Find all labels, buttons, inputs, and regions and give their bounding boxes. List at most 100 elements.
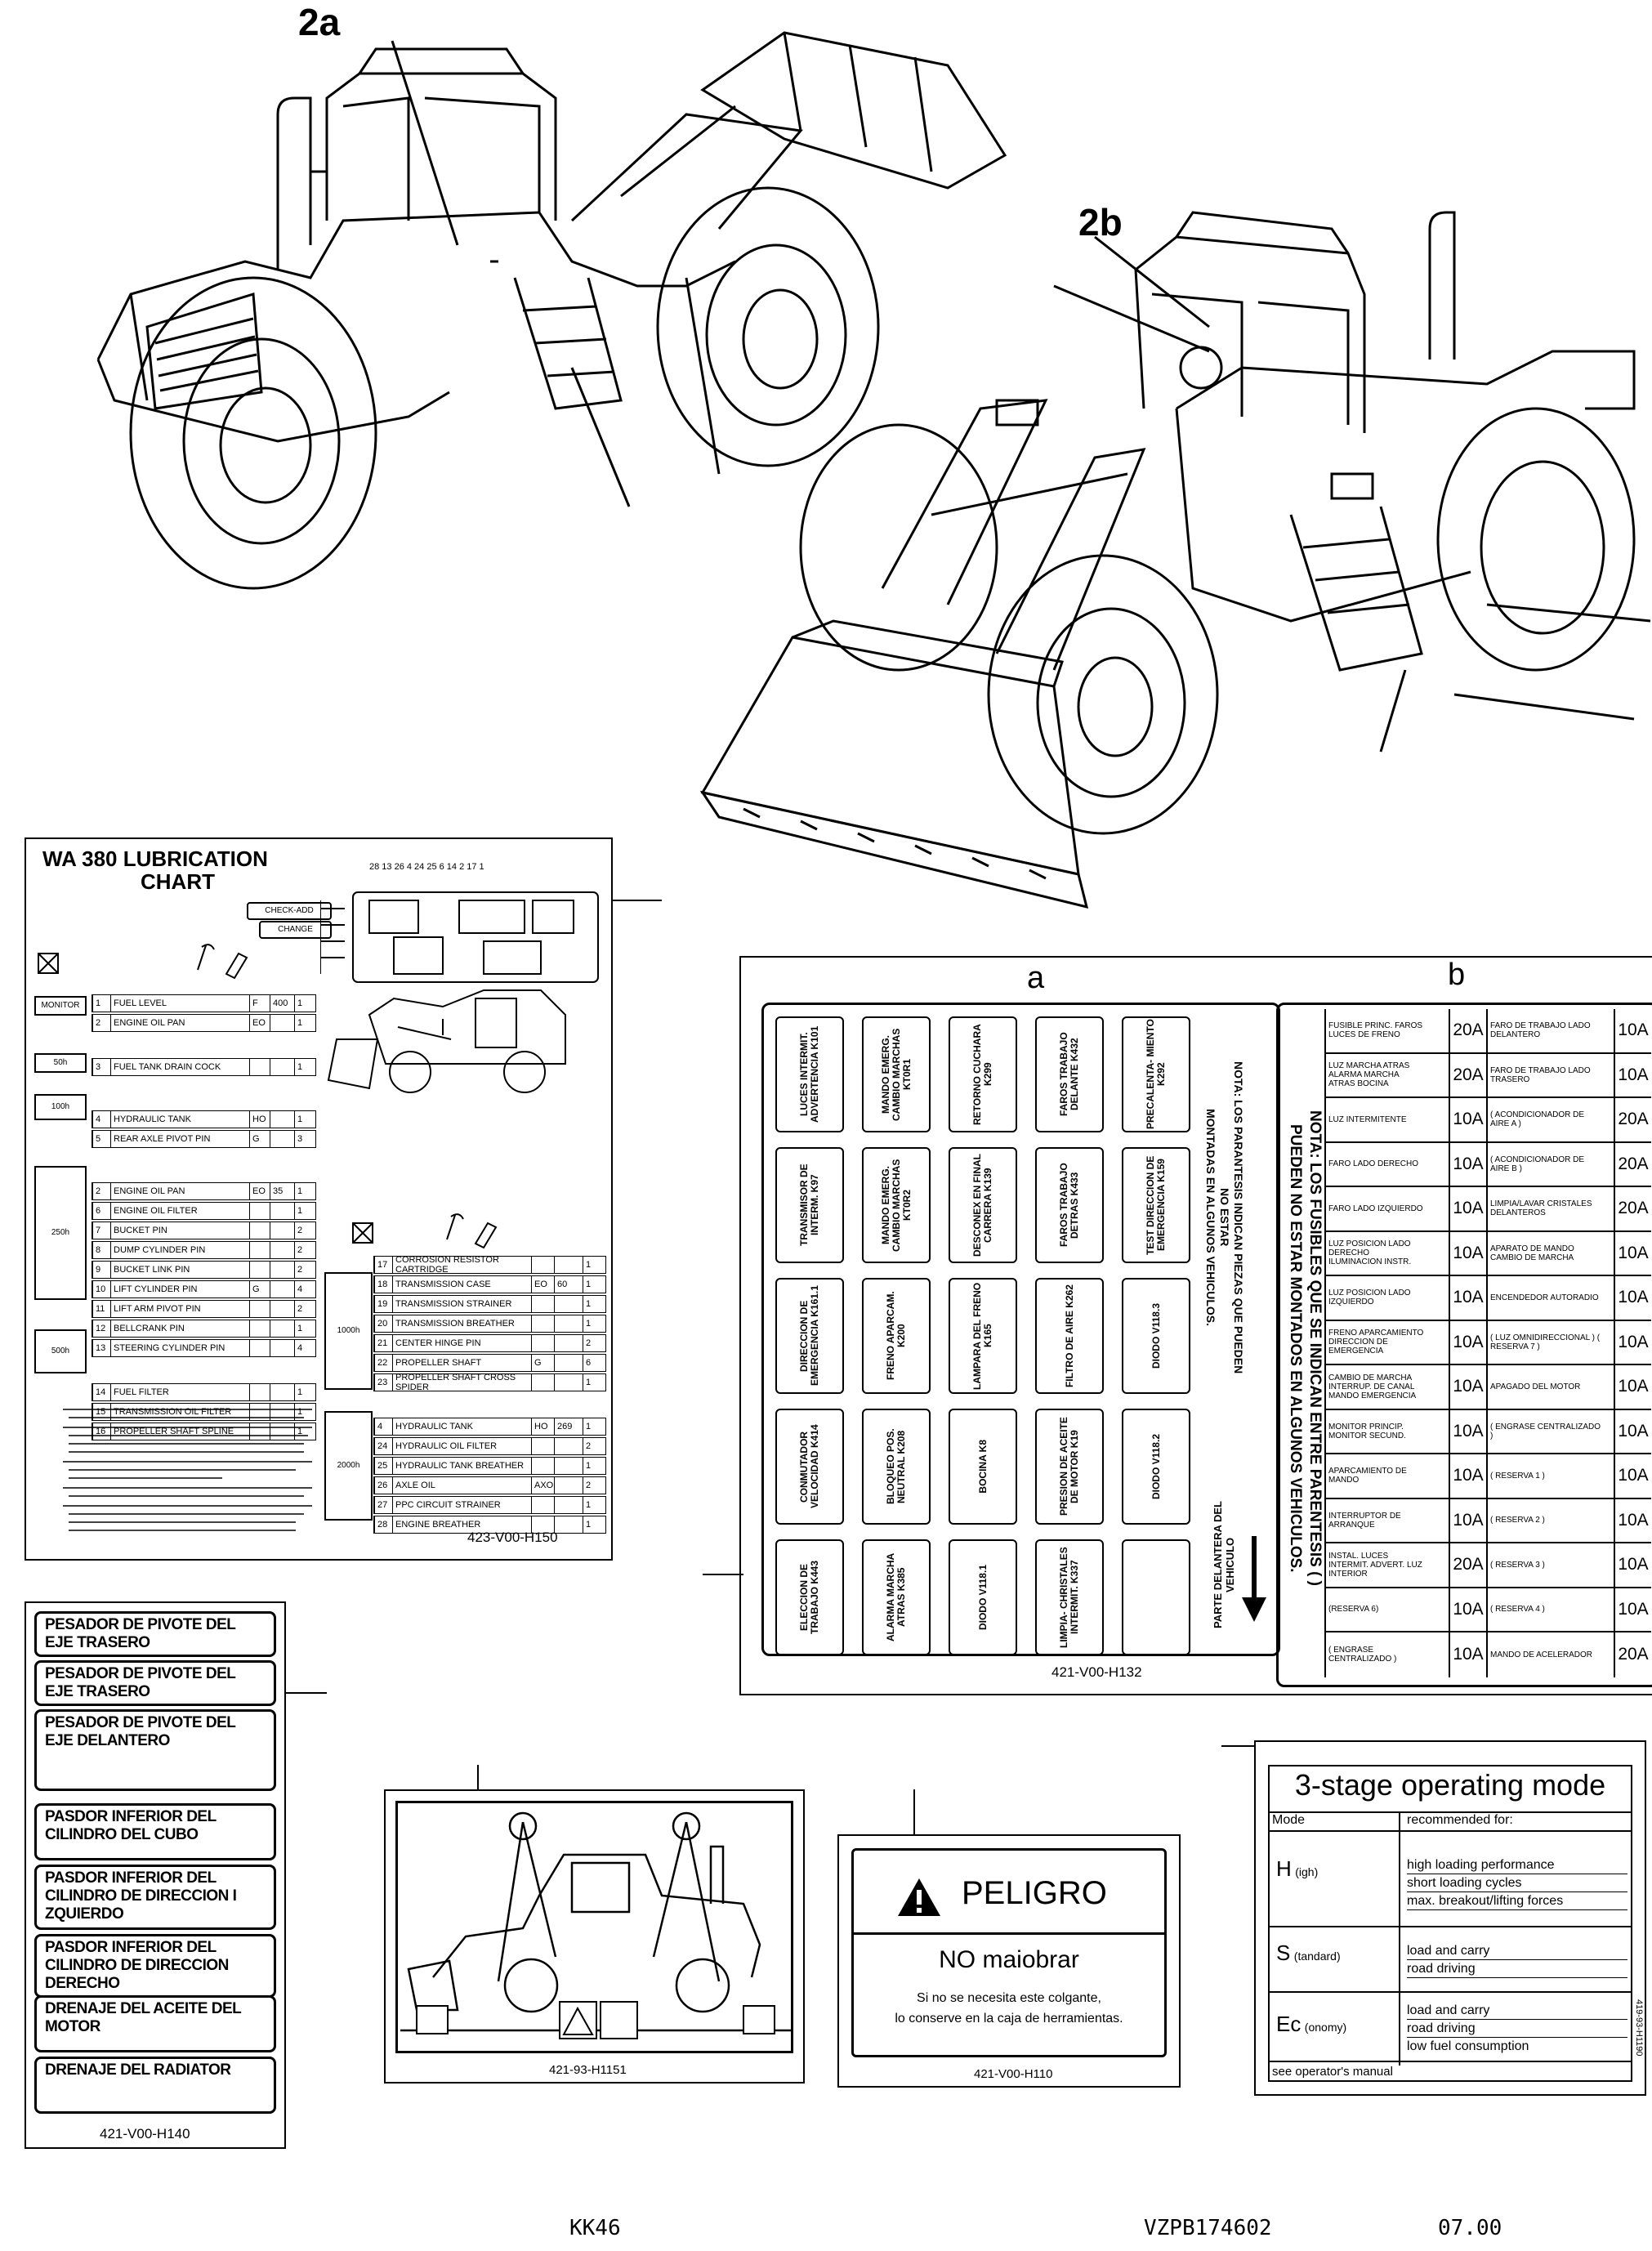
fuse-panel-b: NOTA: LOS FUSIBLES QUE SE INDICAN ENTRE … [1276,1003,1652,1687]
lube-cell-n: 5 [92,1131,110,1147]
lube-cell-t: BELLCRANK PIN [110,1320,249,1337]
fuse-cell: MANDO EMERG. CAMBIO MARCHAS KT0R2 [862,1147,931,1263]
lube-cell-q [554,1458,583,1474]
lube-cell-n: 17 [374,1257,392,1273]
fuse-cell: MANDO EMERG. CAMBIO MARCHAS KT0R1 [862,1016,931,1132]
mode-s-item: road driving [1407,1960,1627,1978]
lube-cell-k: 1 [583,1516,607,1533]
lube-cell-q [270,1423,294,1440]
lube-cell-k: 1 [294,1384,317,1400]
fuse-cell: LIMPIA- CHRISTALES INTERMIT. K337 [1035,1539,1104,1655]
lube-cell-c [249,1320,270,1337]
fuse-table-row: LUZ MARCHA ATRAS ALARMA MARCHA ATRAS BOC… [1324,1053,1651,1098]
lube-cell-c: HO [531,1418,554,1435]
fuse-cell: LUCES INTERMIT. ADVERTENCIA K101 [775,1016,844,1132]
lube-cell-t: HYDRAULIC TANK [392,1418,531,1435]
lube-cell-q [554,1477,583,1494]
fuse-right: ( RESERVA 1 )10A [1488,1454,1651,1498]
fuse-circuit: APAGADO DEL MOTOR [1490,1382,1581,1391]
fuse-cell-label: MANDO EMERG. CAMBIO MARCHAS KT0R2 [879,1159,913,1252]
fuse-circuit: LIMPIA/LAVAR CRISTALES DELANTEROS [1490,1199,1592,1218]
fuse-amp: 10A [1614,1009,1651,1052]
lube-cell-c: EO [249,1015,270,1031]
fuse-cell-label: LIMPIA- CHRISTALES INTERMIT. K337 [1058,1547,1080,1648]
lube-cell-k: 1 [294,995,317,1012]
mode-h-item: short loading cycles [1407,1874,1627,1892]
lube-cell-c [249,1404,270,1420]
fuse-circuit: LUZ POSICION LADO IZQUIERDO [1328,1289,1411,1307]
fuse-circuit: MANDO DE ACELERADOR [1490,1650,1593,1659]
fuse-note-b: NOTA: LOS FUSIBLES QUE SE INDICAN ENTRE … [1287,1110,1324,1586]
lube-cell-t: ENGINE OIL FILTER [110,1203,249,1219]
lube-cell-c: AXO [531,1477,554,1494]
lube-cell-t: BUCKET PIN [110,1222,249,1239]
lube-cell-c [249,1222,270,1239]
lube-cell-k: 6 [583,1355,607,1371]
lube-cell-n: 1 [92,995,110,1012]
lube-cell-n: 28 [374,1516,392,1533]
lube-cell-t: LIFT CYLINDER PIN [110,1281,249,1297]
lube-cell-n: 24 [374,1438,392,1454]
fuse-circuit: FARO LADO IZQUIERDO [1328,1204,1423,1213]
fuse-amp: 10A [1449,1098,1486,1141]
fuse-cell-label: TRANSMISOR DE INTERM. K97 [798,1163,820,1247]
mode-h: H (igh) [1276,1856,1319,1881]
fuse-cell: TEST DIRECCION DE EMERGENCIA K159 [1122,1147,1190,1263]
lube-title: WA 380 LUBRICATION CHART [42,846,268,894]
pin-label: PESADOR DE PIVOTE DEL EJE DELANTERO [34,1709,276,1791]
lube-cell-t: ENGINE OIL PAN [110,1015,249,1031]
fuse-right: ( LUZ OMNIDIRECCIONAL ) ( RESERVA 7 )10A [1488,1320,1651,1364]
lube-cell-t: PROPELLER SHAFT CROSS SPIDER [392,1373,531,1392]
lube-cell-c [531,1458,554,1474]
lube-cell-k: 2 [583,1438,607,1454]
fuse-cell: DESCONEX EN FINAL CARRERA K139 [949,1147,1017,1263]
fuse-circuit: ( ACONDICIONADOR DE AIRE A ) [1490,1110,1585,1129]
pin-label: DRENAJE DEL RADIATOR [34,2057,276,2114]
fuse-amp: 20A [1449,1053,1486,1096]
lube-cell-k: 1 [583,1257,607,1273]
fuse-circuit: ( RESERVA 3 ) [1490,1560,1545,1570]
fuse-amp: 10A [1449,1231,1486,1275]
mode-h-item: high loading performance [1407,1856,1627,1874]
lube-cell-q [270,1015,294,1031]
mode-ec-item: road driving [1407,2020,1627,2038]
lube-cell-t: FUEL LEVEL [110,995,249,1012]
lube-cell-n: 26 [374,1477,392,1494]
lube-cell-q [554,1296,583,1312]
fuse-amp: 10A [1614,1543,1651,1587]
footer-right: 07.00 [1438,2216,1502,2240]
lube-cell-t: HYDRAULIC OIL FILTER [392,1438,531,1454]
lube-cell-c: G [249,1281,270,1297]
lube-cell-c: F [249,995,270,1012]
lifting-part-number: 421-93-H1151 [549,2063,627,2077]
fuse-left: LUZ MARCHA ATRAS ALARMA MARCHA ATRAS BOC… [1324,1053,1488,1096]
fuse-cell: DIRECCION DE EMERGENCIA K161.1 [775,1278,844,1394]
lube-cell-k: 1 [583,1497,607,1513]
lube-cell-k: 1 [294,1059,317,1075]
fuse-cell-label: PRECALENTA- MIENTO K292 [1145,1019,1167,1130]
lube-diagram-numbers: 28 13 26 4 24 25 6 14 2 17 1 [369,862,484,872]
fuse-circuit: ( ENGRASE CENTRALIZADO ) [1328,1646,1397,1664]
fuse-amp: 10A [1614,1320,1651,1364]
fuse-cell-label: PRESION DE ACEITE DE MOTOR K19 [1058,1417,1080,1516]
danger-subtitle: NO maiobrar [939,1946,1079,1973]
pin-label: PESADOR DE PIVOTE DEL EJE TRASERO [34,1660,276,1706]
lube-cell-n: 2 [92,1015,110,1031]
lube-cell-c [531,1257,554,1273]
lube-cell-t: PROPELLER SHAFT [392,1355,531,1371]
fuse-circuit: ( RESERVA 4 ) [1490,1605,1545,1615]
lube-cell-t: REAR AXLE PIVOT PIN [110,1131,249,1147]
mode-col-1: Mode [1272,1813,1306,1827]
